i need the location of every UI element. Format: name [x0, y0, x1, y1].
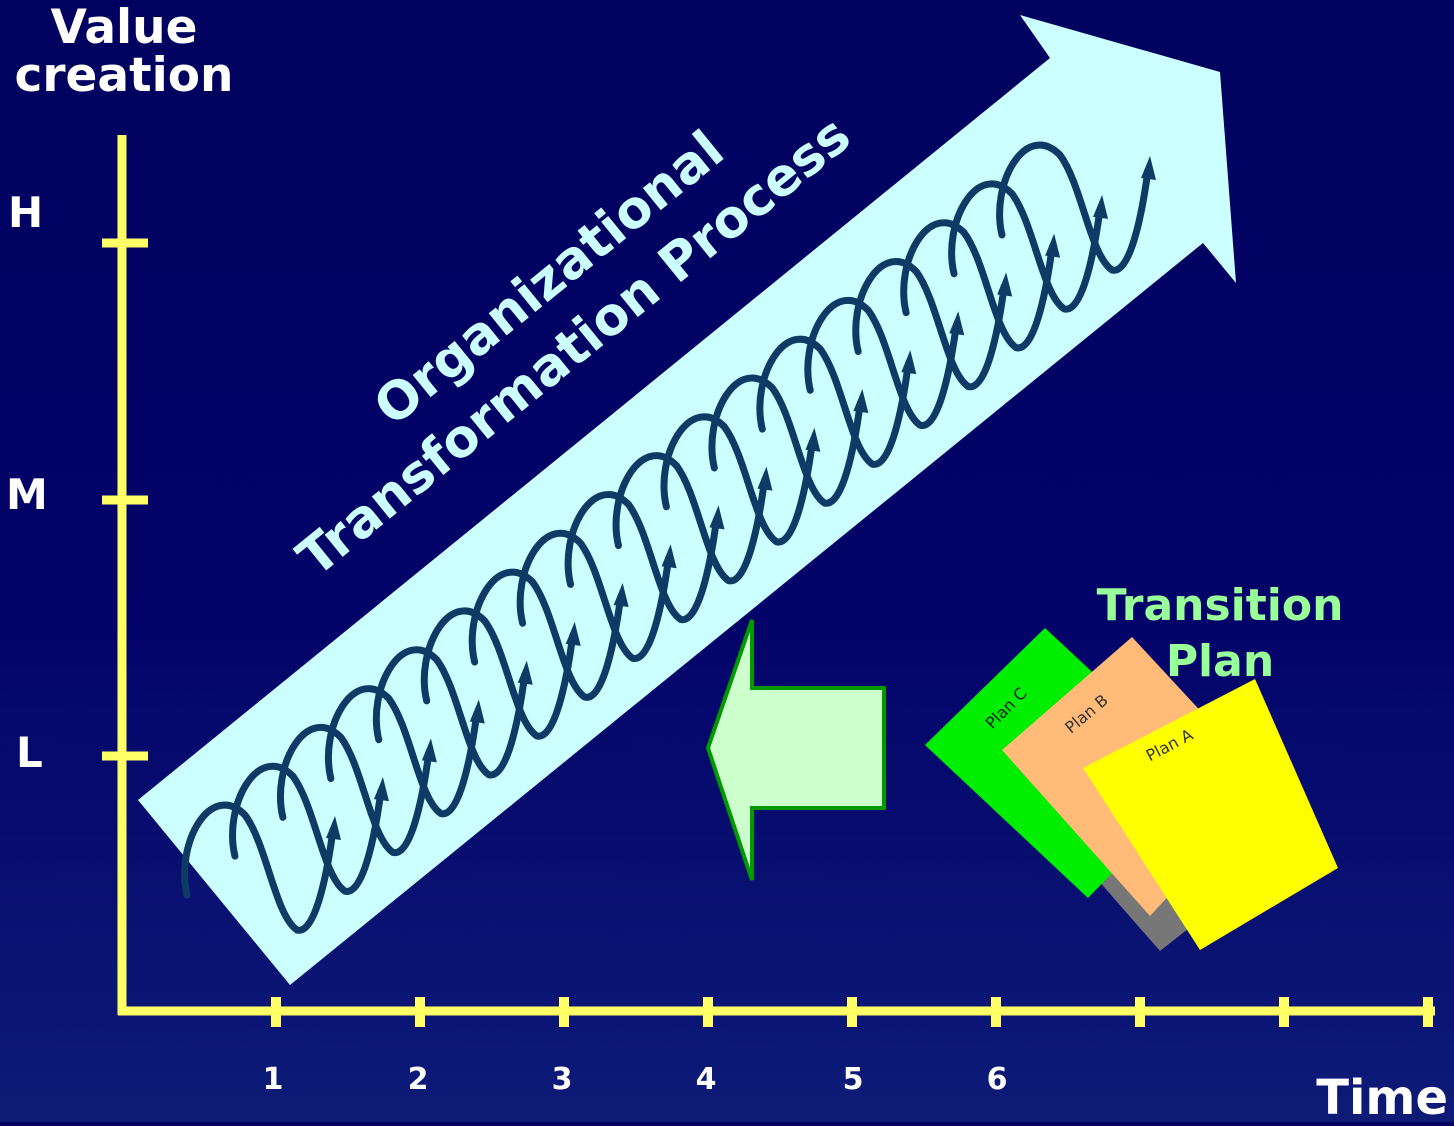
y-axis-title: Value creation — [6, 4, 242, 100]
spiral-arrowhead — [613, 583, 629, 608]
spiral-arrowhead — [757, 466, 773, 491]
x-tick-label-2: 2 — [407, 1062, 429, 1097]
x-tick-label-1: 1 — [262, 1062, 284, 1097]
left-arrow — [705, 619, 886, 881]
plan-documents: Plan C Plan B Plan A — [925, 628, 1338, 951]
spiral-loop — [420, 607, 577, 740]
x-tick-label-4: 4 — [695, 1062, 717, 1097]
spiral-loop — [900, 219, 1056, 352]
spiral-arrowhead — [421, 738, 437, 763]
x-axis-title: Time — [1316, 1070, 1448, 1126]
spiral-arrowhead — [517, 660, 533, 685]
spiral-arrowhead — [565, 621, 581, 646]
spiral-arrowhead — [901, 350, 917, 375]
spiral-loop — [852, 258, 1008, 390]
spiral-loop — [372, 646, 529, 779]
spiral-arrowhead — [805, 427, 821, 452]
spiral-loop — [324, 685, 481, 818]
spiral-arrowhead — [661, 544, 677, 569]
spiral-arrowhead — [1045, 233, 1061, 258]
spiral-arrowhead — [1141, 156, 1156, 180]
spiral-loop — [660, 413, 816, 546]
spiral-arrowhead — [373, 777, 389, 802]
spiral-loop — [468, 568, 625, 701]
spiral-loop — [276, 724, 433, 856]
spiral-loop — [181, 801, 337, 934]
spiral-loop — [948, 180, 1104, 313]
spiral-arrowhead — [709, 505, 725, 530]
spiral-arrowhead — [326, 816, 341, 840]
y-axis-title-line2: creation — [14, 48, 234, 103]
spiral-loop — [612, 452, 768, 585]
spiral-loop — [708, 374, 864, 507]
spiral-coil — [181, 141, 1156, 934]
y-tick-label-h: H — [8, 188, 44, 237]
spiral-loop — [516, 529, 673, 662]
transition-plan-line2: Plan — [1165, 636, 1275, 687]
plan-a-document — [1083, 679, 1338, 950]
spiral-loop — [756, 335, 912, 468]
spiral-arrowhead — [997, 272, 1013, 297]
transformation-arrow — [138, 15, 1236, 985]
axes — [102, 135, 1435, 1027]
transition-plan-title: Transition Plan — [1080, 578, 1360, 690]
spiral-loop — [229, 762, 385, 895]
transition-plan-line1: Transition — [1096, 580, 1344, 631]
spiral-arrowhead — [949, 311, 965, 336]
y-tick-label-m: M — [6, 470, 48, 519]
spiral-loop — [564, 491, 721, 623]
y-axis-title-line1: Value — [50, 0, 198, 55]
spiral-loop — [804, 296, 960, 429]
x-tick-label-6: 6 — [986, 1062, 1008, 1097]
spiral-loop — [996, 141, 1152, 274]
x-tick-label-3: 3 — [551, 1062, 573, 1097]
spiral-arrowhead — [1093, 194, 1109, 219]
spiral-arrowhead — [853, 388, 869, 413]
spiral-arrowhead — [469, 699, 485, 724]
y-tick-label-l: L — [16, 728, 43, 777]
x-tick-label-5: 5 — [842, 1062, 864, 1097]
